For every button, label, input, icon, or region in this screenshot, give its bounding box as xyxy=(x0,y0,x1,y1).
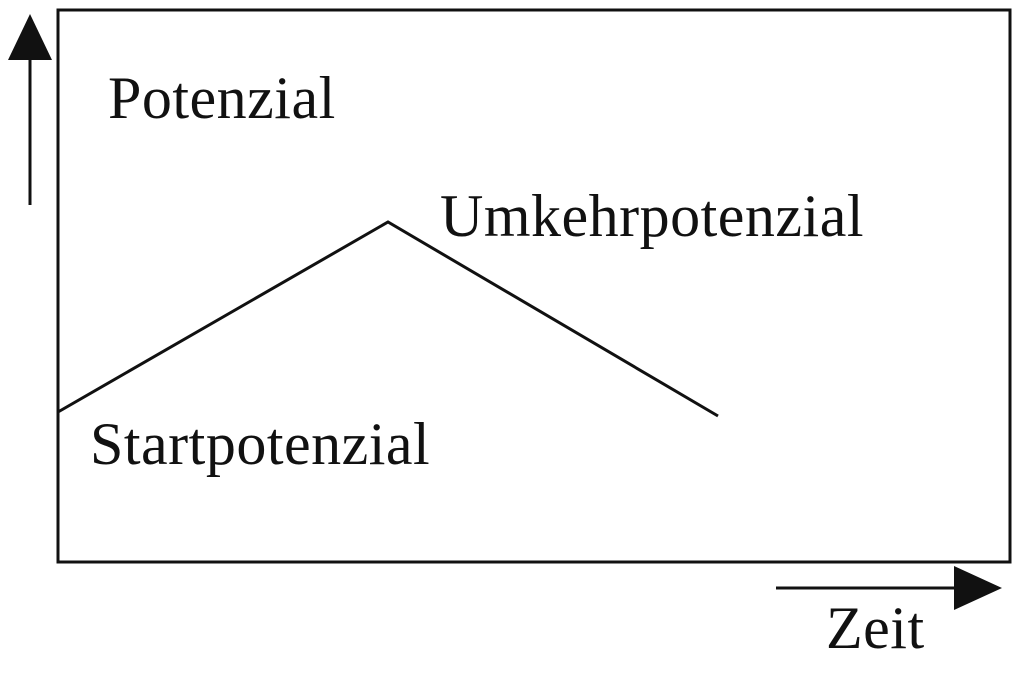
x-axis-label: Zeit xyxy=(826,595,925,661)
potential-sweep-line xyxy=(57,220,719,418)
reversal-potential-label: Umkehrpotenzial xyxy=(440,183,865,249)
plot-frame xyxy=(56,8,1012,564)
start-potential-label: Startpotenzial xyxy=(90,411,431,477)
y-axis-arrowhead xyxy=(8,14,52,60)
y-axis-label: Potenzial xyxy=(108,65,336,131)
x-axis-arrowhead xyxy=(954,566,1002,610)
